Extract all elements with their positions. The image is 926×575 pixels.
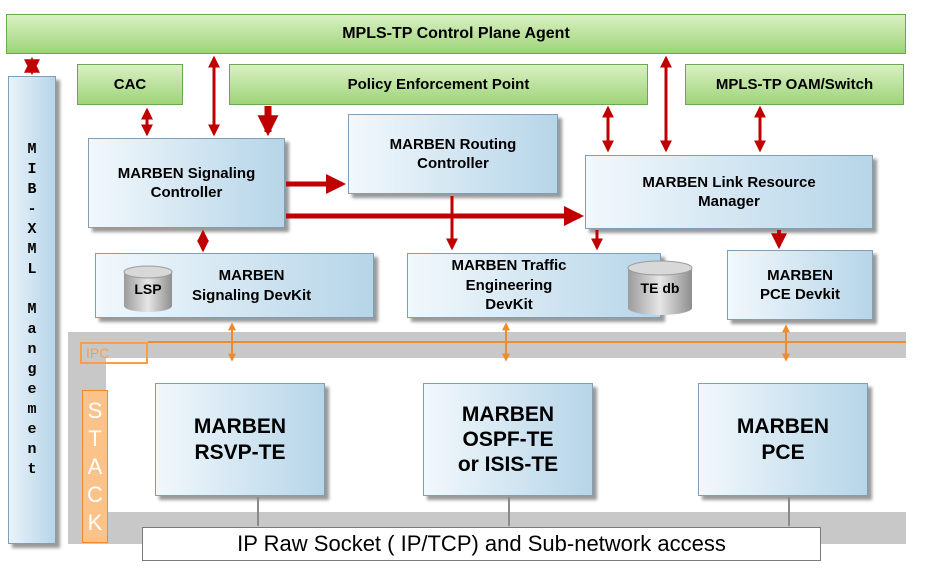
oam-switch-box: MPLS-TP OAM/Switch (685, 64, 904, 105)
lsp-database-icon (123, 265, 173, 312)
signaling-controller-label: MARBEN Signaling Controller (117, 164, 256, 202)
rsvp-te-box: MARBEN RSVP-TE (155, 383, 325, 496)
mib-xml-label: M I B - X M L M a n g e m e n t (27, 141, 37, 478)
te-devkit: MARBEN Traffic Engineering DevKit (407, 253, 661, 318)
control-plane-agent: MPLS-TP Control Plane Agent (6, 14, 906, 54)
cac-box: CAC (77, 64, 183, 105)
te-devkit-label: MARBEN Traffic Engineering DevKit (451, 257, 567, 314)
routing-controller-label: MARBEN Routing Controller (389, 135, 517, 173)
ipc-label: IPC (80, 342, 148, 364)
te-db-icon (627, 260, 693, 315)
lsp-label: LSP (134, 281, 162, 297)
pce-box: MARBEN PCE (698, 383, 868, 496)
te-db-label: TE db (640, 280, 680, 296)
link-resource-manager: MARBEN Link Resource Manager (585, 155, 873, 229)
signaling-devkit-label: MARBEN Signaling DevKit (192, 267, 312, 304)
mib-xml-management: M I B - X M L M a n g e m e n t (8, 76, 56, 544)
stack-frame-top (68, 332, 906, 358)
policy-enforcement-point: Policy Enforcement Point (229, 64, 648, 105)
ospf-te-box: MARBEN OSPF-TE or ISIS-TE (423, 383, 593, 496)
signaling-controller: MARBEN Signaling Controller (88, 138, 285, 228)
pce-devkit: MARBEN PCE Devkit (727, 250, 873, 320)
pce-label: MARBEN PCE (736, 415, 830, 464)
pce-devkit-label: MARBEN PCE Devkit (759, 266, 841, 304)
stack-box: S T A C K (82, 390, 108, 543)
stack-label: S T A C K (87, 397, 103, 535)
rsvp-te-label: MARBEN RSVP-TE (193, 415, 287, 464)
link-resource-manager-label: MARBEN Link Resource Manager (642, 173, 816, 211)
ospf-te-label: MARBEN OSPF-TE or ISIS-TE (457, 402, 559, 477)
ip-raw-socket-bar: IP Raw Socket ( IP/TCP) and Sub-network … (142, 527, 821, 561)
routing-controller: MARBEN Routing Controller (348, 114, 558, 194)
